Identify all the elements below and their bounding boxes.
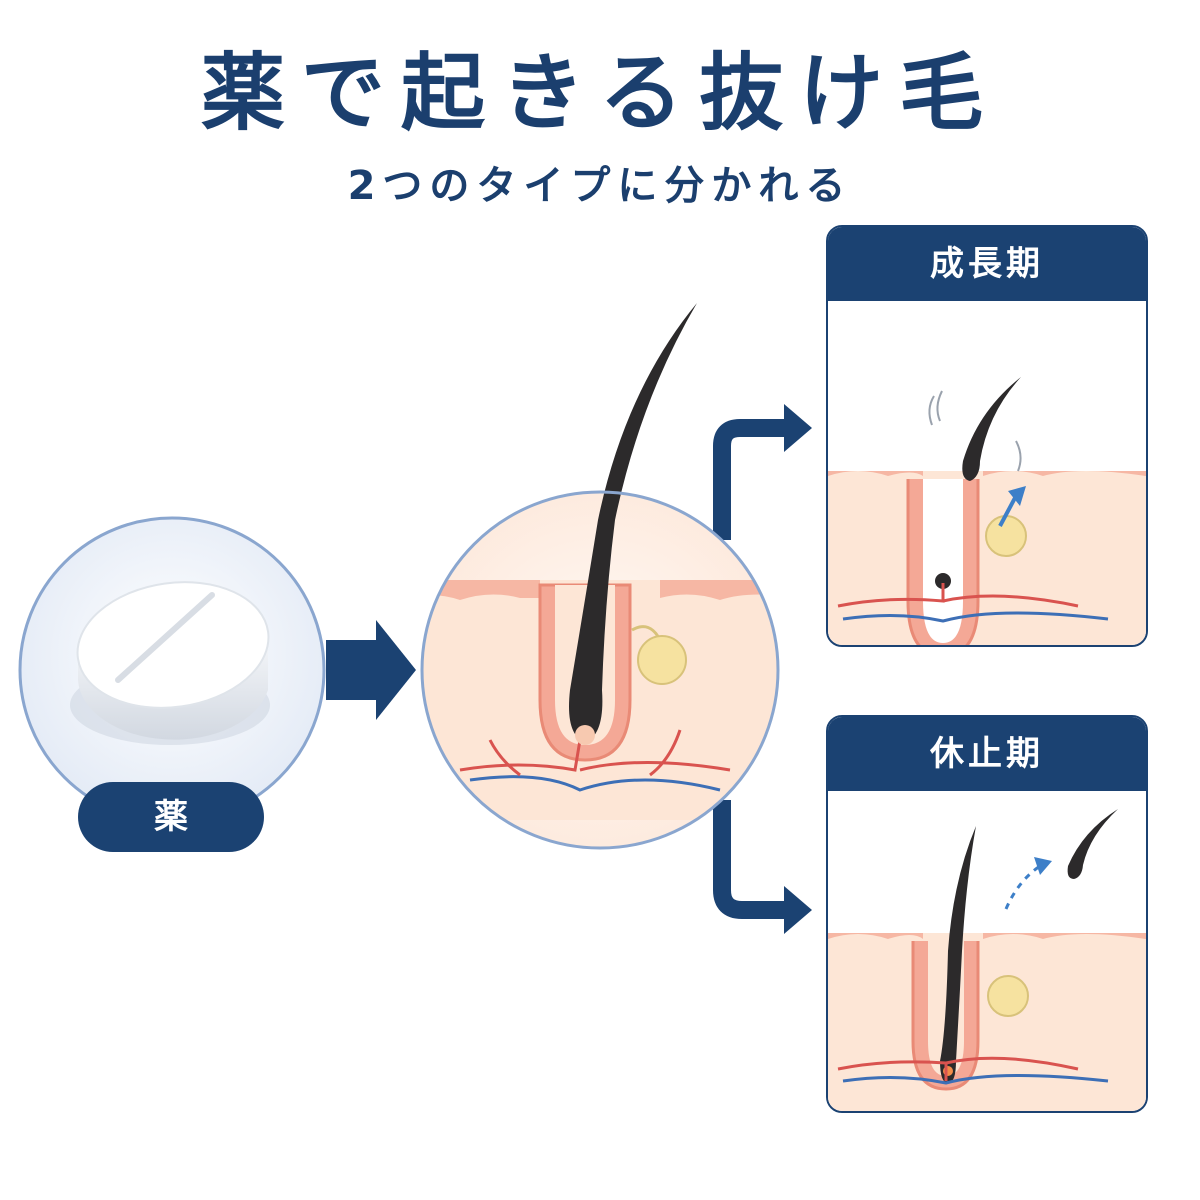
blood-vessels: [459, 729, 731, 792]
anagen-panel: 成長期: [826, 225, 1148, 647]
tablet-icon: [70, 581, 270, 745]
anagen-panel-title: 成長期: [828, 227, 1146, 301]
up-arrow-icon: [998, 486, 1026, 527]
falling-hair-icon: [928, 377, 1022, 481]
branch-arrow-up: [713, 404, 812, 540]
arrow-to-follicle: [326, 620, 416, 720]
sebaceous-gland: [631, 625, 687, 685]
shed-hair-icon: [1067, 809, 1118, 879]
telogen-panel-title: 休止期: [828, 717, 1146, 791]
medicine-label: 薬: [78, 782, 264, 852]
sebaceous-gland: [987, 975, 1029, 1017]
dashed-arrow-icon: [1004, 857, 1052, 910]
follicle-circle: [420, 303, 780, 850]
page-title: 薬で起きる抜け毛: [200, 44, 1000, 142]
anagen-illustration: [828, 377, 1146, 645]
branch-arrow-down: [713, 800, 812, 934]
telogen-illustration: [828, 809, 1146, 1111]
sebaceous-gland: [985, 515, 1027, 557]
blood-vessels: [837, 583, 1109, 623]
hair-bulb-detached: [935, 573, 951, 589]
telogen-panel: 休止期: [826, 715, 1148, 1113]
hair-shaft: [569, 303, 697, 745]
page-subtitle: 2つのタイプに分かれる: [347, 163, 853, 209]
blood-vessels: [837, 1056, 1109, 1085]
